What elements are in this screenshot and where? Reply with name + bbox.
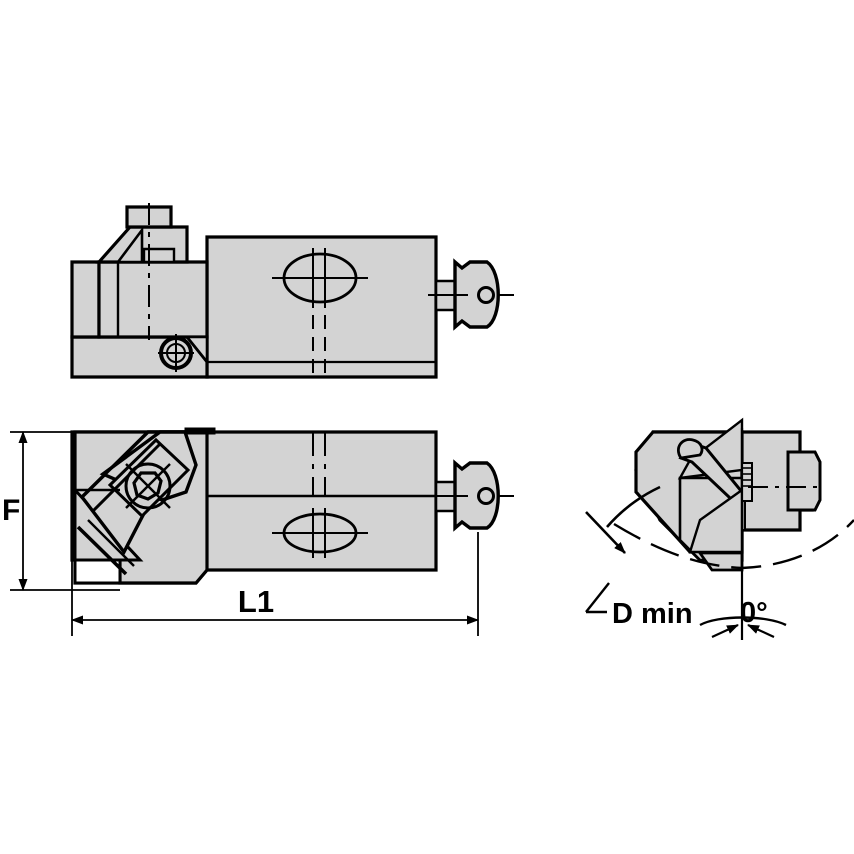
view-end: D min 0° xyxy=(585,417,854,640)
dimension-L1: L1 xyxy=(71,532,479,636)
top-view-wedge-inner-face xyxy=(115,226,144,264)
dim-angle-label: 0° xyxy=(740,597,768,629)
top-view-left-end-face xyxy=(70,260,101,339)
side-view-cutting-edge xyxy=(76,525,128,576)
view-side xyxy=(70,427,519,585)
end-view-angle-arc xyxy=(699,616,787,627)
end-view-dmin-leader-riser xyxy=(585,582,610,613)
end-view-angle-arrow-right xyxy=(747,624,775,638)
view-top xyxy=(70,203,519,379)
top-view-insert-pocket xyxy=(142,247,176,264)
side-view-torx-screw-outer xyxy=(124,462,172,510)
end-view-screw-boss xyxy=(786,450,822,512)
end-view-angle-arrow-left xyxy=(711,624,739,638)
dim-F-label: F xyxy=(2,494,20,527)
side-view-seat-edge-2 xyxy=(90,442,162,514)
side-view-adjust-screw-head xyxy=(453,459,500,532)
side-view-screw-hole xyxy=(477,487,495,505)
top-view-main-block xyxy=(205,235,438,379)
dim-L1-label: L1 xyxy=(238,584,274,619)
top-view-chamfer-line xyxy=(185,336,209,363)
side-view-torx-cross-2 xyxy=(125,463,171,509)
top-view-adjust-screw-head xyxy=(453,258,500,331)
dim-Dmin-label: D min xyxy=(612,598,693,630)
end-view-dmin-arc-solid xyxy=(606,485,661,528)
dimension-F: F xyxy=(2,431,120,591)
top-view-head-block xyxy=(97,260,209,339)
end-view-clamp-hook-eye xyxy=(676,438,704,460)
side-view-top-cap xyxy=(184,427,216,435)
side-view-cutting-edge-offset xyxy=(87,519,135,567)
side-view-seat-edge-1 xyxy=(80,430,150,499)
end-view-dmin-leader xyxy=(585,511,626,554)
top-view-screw-hole xyxy=(477,286,495,304)
side-view-relief-face xyxy=(73,432,144,562)
end-view-dmin-arc-dashed xyxy=(613,519,854,570)
